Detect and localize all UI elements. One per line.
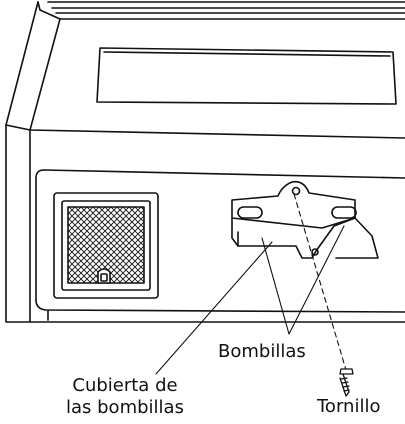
front-control-panel	[35, 169, 405, 321]
top-window-panel	[96, 47, 397, 105]
label-bulb-cover-line2: las bombillas	[66, 397, 184, 418]
cover-leader	[155, 241, 273, 375]
top-screw-hole	[291, 186, 301, 196]
label-bulbs: Bombillas	[218, 341, 306, 362]
leader-lines	[155, 193, 347, 375]
screw-icon	[339, 368, 354, 397]
label-bulb-cover-line1: Cubierta de	[72, 375, 178, 396]
left-bulb-slot	[237, 206, 263, 219]
label-screw: Tornillo	[317, 396, 381, 417]
bulbs-leader-left	[261, 237, 290, 335]
top-rails	[37, 1, 405, 20]
speaker-grille	[53, 192, 159, 299]
label-bulb-cover: Cubierta de las bombillas	[66, 375, 184, 419]
bulb-cover-bracket[interactable]	[231, 180, 379, 259]
right-bulb-slot	[331, 206, 357, 219]
appliance-body	[5, 1, 405, 323]
screw-axis-dashed	[293, 193, 347, 371]
bulbs-leader-right	[288, 225, 345, 335]
center-screw-hole	[311, 248, 319, 256]
